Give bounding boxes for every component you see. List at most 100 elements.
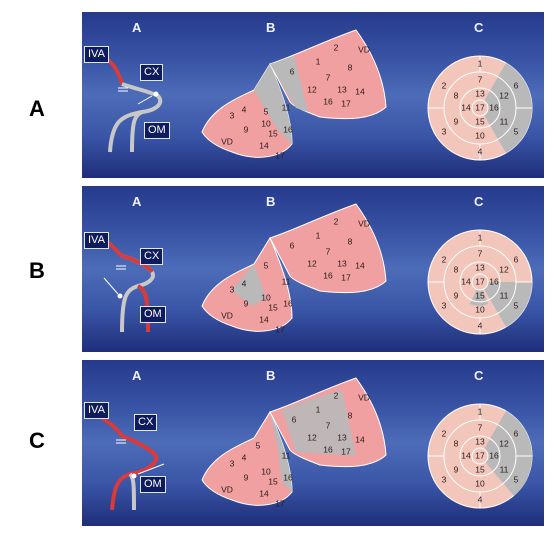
svg-text:10: 10 [261,466,271,476]
svg-text:5: 5 [514,474,519,484]
svg-text:2: 2 [442,428,447,438]
svg-text:7: 7 [478,248,483,258]
svg-text:17: 17 [341,272,351,282]
svg-text:1: 1 [316,56,321,66]
svg-text:6: 6 [290,66,295,76]
svg-text:15: 15 [475,290,485,300]
svg-text:5: 5 [256,440,261,450]
svg-text:12: 12 [307,258,317,268]
svg-text:1: 1 [478,232,483,242]
svg-text:12: 12 [499,438,509,448]
svg-text:5: 5 [264,106,269,116]
svg-text:14: 14 [355,434,365,444]
column-b-heading: B [266,194,276,209]
svg-text:8: 8 [348,62,353,72]
svg-text:6: 6 [290,240,295,250]
svg-text:4: 4 [478,320,483,330]
svg-text:2: 2 [442,254,447,264]
svg-text:6: 6 [514,80,519,90]
svg-text:7: 7 [326,246,331,256]
svg-text:17: 17 [275,498,285,508]
svg-text:12: 12 [499,90,509,100]
svg-text:6: 6 [292,414,297,424]
svg-text:13: 13 [475,436,485,446]
svg-text:16: 16 [283,472,293,482]
cx-label: CX [140,64,164,81]
svg-text:6: 6 [514,254,519,264]
svg-text:16: 16 [323,96,333,106]
svg-text:14: 14 [259,314,269,324]
svg-text:17: 17 [475,102,485,112]
svg-text:14: 14 [259,140,269,150]
iva-label: IVA [84,232,109,249]
svg-text:16: 16 [489,276,499,286]
svg-text:8: 8 [348,236,353,246]
svg-text:17: 17 [341,446,351,456]
svg-text:16: 16 [323,444,333,454]
svg-text:9: 9 [454,116,459,126]
svg-text:10: 10 [261,118,271,128]
svg-text:6: 6 [514,428,519,438]
svg-text:14: 14 [355,260,365,270]
column-b-heading: B [266,20,276,35]
svg-text:9: 9 [244,472,249,482]
svg-text:11: 11 [500,116,509,126]
svg-text:9: 9 [244,124,249,134]
svg-text:13: 13 [475,88,485,98]
svg-text:1: 1 [478,58,483,68]
svg-text:4: 4 [242,452,247,462]
column-c-heading: C [474,194,484,209]
svg-text:16: 16 [489,450,499,460]
svg-text:1: 1 [316,404,321,414]
svg-text:11: 11 [282,450,291,460]
svg-text:VD: VD [221,136,233,146]
svg-text:10: 10 [475,478,485,488]
svg-text:17: 17 [275,150,285,160]
svg-text:14: 14 [259,488,269,498]
row-label-b: B [29,258,45,283]
om-label: OM [140,476,166,493]
svg-text:14: 14 [461,450,471,460]
svg-text:11: 11 [282,102,291,112]
svg-text:9: 9 [454,290,459,300]
column-a-heading: A [132,20,142,35]
svg-text:2: 2 [334,390,339,400]
svg-text:VD: VD [221,484,233,494]
svg-text:3: 3 [442,300,447,310]
svg-text:13: 13 [337,84,347,94]
svg-text:VD: VD [358,392,370,402]
svg-text:11: 11 [282,276,291,286]
svg-text:3: 3 [230,284,235,294]
svg-text:7: 7 [478,422,483,432]
svg-text:8: 8 [454,264,459,274]
svg-text:1: 1 [478,406,483,416]
svg-text:13: 13 [337,258,347,268]
svg-text:16: 16 [283,298,293,308]
svg-text:9: 9 [454,464,459,474]
iva-label: IVA [84,402,109,419]
svg-text:12: 12 [307,84,317,94]
svg-text:9: 9 [244,298,249,308]
column-a-heading: A [132,368,142,383]
svg-text:13: 13 [337,432,347,442]
svg-text:14: 14 [355,86,365,96]
svg-text:17: 17 [275,324,285,334]
svg-text:2: 2 [334,216,339,226]
svg-text:16: 16 [323,270,333,280]
svg-text:15: 15 [475,464,485,474]
svg-text:2: 2 [334,42,339,52]
svg-text:4: 4 [242,104,247,114]
iva-label: IVA [84,46,109,63]
svg-text:7: 7 [478,74,483,84]
column-c-heading: C [474,20,484,35]
svg-text:10: 10 [475,130,485,140]
column-c-heading: C [474,368,484,383]
svg-text:3: 3 [230,458,235,468]
svg-text:10: 10 [475,304,485,314]
svg-text:11: 11 [500,290,509,300]
svg-text:13: 13 [475,262,485,272]
om-label: OM [140,306,166,323]
column-b-heading: B [266,368,276,383]
